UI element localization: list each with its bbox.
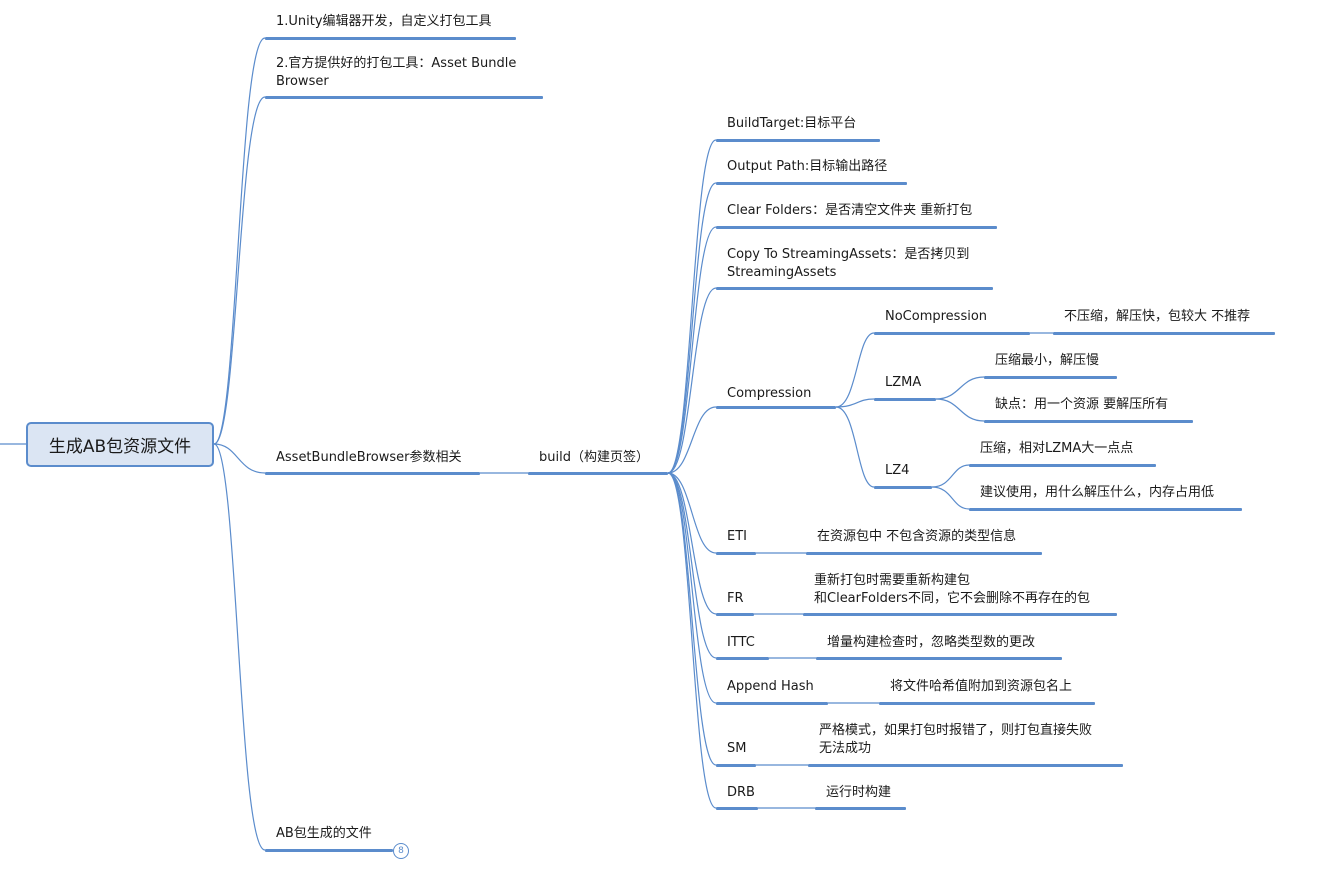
node-ittc-desc[interactable]: 增量构建检查时，忽略类型数的更改 — [827, 635, 1036, 650]
underline-sm — [716, 764, 756, 767]
node-no-compression-desc[interactable]: 不压缩，解压快，包较大 不推荐 — [1064, 309, 1251, 324]
underline-lz4-desc-1 — [969, 464, 1156, 467]
node-fr-desc[interactable]: 重新打包时需要重新构建包 和ClearFolders不同，它不会删除不再存在的包 — [814, 572, 1090, 608]
node-lzma-desc-1[interactable]: 压缩最小，解压慢 — [995, 353, 1100, 368]
node-fr-desc-line-2: 和ClearFolders不同，它不会删除不再存在的包 — [814, 591, 1090, 606]
node-append-hash-desc[interactable]: 将文件哈希值附加到资源包名上 — [890, 679, 1073, 694]
underline-append-hash-desc — [879, 702, 1095, 705]
link-build-sm — [667, 472, 717, 766]
node-drb-desc[interactable]: 运行时构建 — [826, 785, 892, 800]
underline-build-target — [716, 139, 880, 142]
link-build-drb — [667, 472, 717, 809]
node-params[interactable]: AssetBundleBrowser参数相关 — [276, 450, 462, 465]
link-compression-no-compression — [835, 332, 875, 408]
node-ittc[interactable]: ITTC — [727, 635, 755, 650]
underline-no-compression-desc — [1053, 332, 1275, 335]
link-build-fr — [667, 472, 717, 615]
node-eti[interactable]: ETI — [727, 529, 747, 544]
link-lzma-desc-2 — [935, 398, 985, 422]
underline-lz4 — [874, 486, 932, 489]
underline-eti-desc — [806, 552, 1042, 555]
link-root-official-tool — [213, 96, 266, 445]
underline-lzma-desc-2 — [984, 420, 1193, 423]
node-drb[interactable]: DRB — [727, 785, 755, 800]
collapsed-count-badge[interactable]: 8 — [393, 843, 409, 859]
node-copy-streaming[interactable]: Copy To StreamingAssets：是否拷贝到 StreamingA… — [727, 246, 969, 282]
link-build-ittc — [667, 472, 717, 659]
underline-ittc-desc — [816, 657, 1062, 660]
underline-drb — [716, 807, 758, 810]
node-copy-streaming-line-1: Copy To StreamingAssets：是否拷贝到 — [727, 247, 970, 262]
root-node[interactable]: 生成AB包资源文件 — [26, 422, 214, 467]
node-unity-editor[interactable]: 1.Unity编辑器开发，自定义打包工具 — [276, 14, 492, 29]
underline-unity-editor — [265, 37, 516, 40]
underline-fr-desc — [803, 613, 1117, 616]
underline-ittc — [716, 657, 769, 660]
node-append-hash[interactable]: Append Hash — [727, 679, 814, 694]
link-build-output-path — [667, 182, 717, 474]
node-lzma-desc-2[interactable]: 缺点：用一个资源 要解压所有 — [995, 397, 1169, 412]
node-fr[interactable]: FR — [727, 591, 744, 606]
link-lzma-desc-1 — [935, 376, 985, 400]
node-copy-streaming-line-2: StreamingAssets — [727, 265, 837, 280]
link-root-unity-editor — [213, 37, 266, 445]
link-build-compression — [667, 406, 717, 474]
underline-compression — [716, 406, 836, 409]
node-sm-desc[interactable]: 严格模式，如果打包时报错了，则打包直接失败 无法成功 — [819, 722, 1092, 758]
underline-clear-folders — [716, 226, 997, 229]
node-eti-desc[interactable]: 在资源包中 不包含资源的类型信息 — [817, 529, 1017, 544]
underline-output-path — [716, 182, 907, 185]
link-compression-lz4 — [835, 406, 875, 488]
underline-params — [265, 472, 480, 475]
underline-build-tab — [528, 472, 668, 475]
underline-no-compression — [874, 332, 1030, 335]
node-lz4[interactable]: LZ4 — [885, 463, 910, 478]
node-build-tab[interactable]: build（构建页签） — [539, 450, 649, 465]
link-lz4-desc-1 — [931, 464, 970, 488]
link-build-copy-streaming — [667, 287, 717, 474]
underline-lz4-desc-2 — [969, 508, 1242, 511]
node-lzma[interactable]: LZMA — [885, 375, 922, 390]
link-compression-lzma — [835, 398, 875, 408]
node-output-path[interactable]: Output Path:目标输出路径 — [727, 159, 888, 174]
link-build-append-hash — [667, 472, 717, 704]
link-root-params — [213, 443, 266, 474]
underline-eti — [716, 552, 756, 555]
link-build-clear-folders — [667, 226, 717, 474]
node-ab-files[interactable]: AB包生成的文件 — [276, 826, 372, 841]
node-no-compression[interactable]: NoCompression — [885, 309, 988, 324]
underline-lzma — [874, 398, 936, 401]
node-compression[interactable]: Compression — [727, 386, 812, 401]
node-sm-desc-line-2: 无法成功 — [819, 741, 872, 756]
link-root-ab-files — [213, 443, 266, 851]
underline-drb-desc — [815, 807, 906, 810]
underline-official-tool — [265, 96, 543, 99]
node-official-tool-line-1: 2.官方提供好的打包工具：Asset Bundle — [276, 56, 517, 71]
node-official-tool[interactable]: 2.官方提供好的打包工具：Asset Bundle Browser — [276, 55, 516, 91]
underline-ab-files — [265, 849, 393, 852]
link-lz4-desc-2 — [931, 486, 970, 510]
underline-lzma-desc-1 — [984, 376, 1117, 379]
node-official-tool-line-2: Browser — [276, 74, 329, 89]
link-build-build-target — [667, 139, 717, 474]
node-fr-desc-line-1: 重新打包时需要重新构建包 — [814, 573, 971, 588]
underline-sm-desc — [808, 764, 1123, 767]
node-sm-desc-line-1: 严格模式，如果打包时报错了，则打包直接失败 — [819, 723, 1093, 738]
underline-append-hash — [716, 702, 828, 705]
node-lz4-desc-1[interactable]: 压缩，相对LZMA大一点点 — [980, 441, 1134, 456]
link-build-eti — [667, 472, 717, 554]
node-sm[interactable]: SM — [727, 741, 747, 756]
underline-fr — [716, 613, 754, 616]
node-clear-folders[interactable]: Clear Folders：是否清空文件夹 重新打包 — [727, 203, 973, 218]
underline-copy-streaming — [716, 287, 993, 290]
node-lz4-desc-2[interactable]: 建议使用，用什么解压什么，内存占用低 — [980, 485, 1215, 500]
node-build-target[interactable]: BuildTarget:目标平台 — [727, 116, 857, 131]
